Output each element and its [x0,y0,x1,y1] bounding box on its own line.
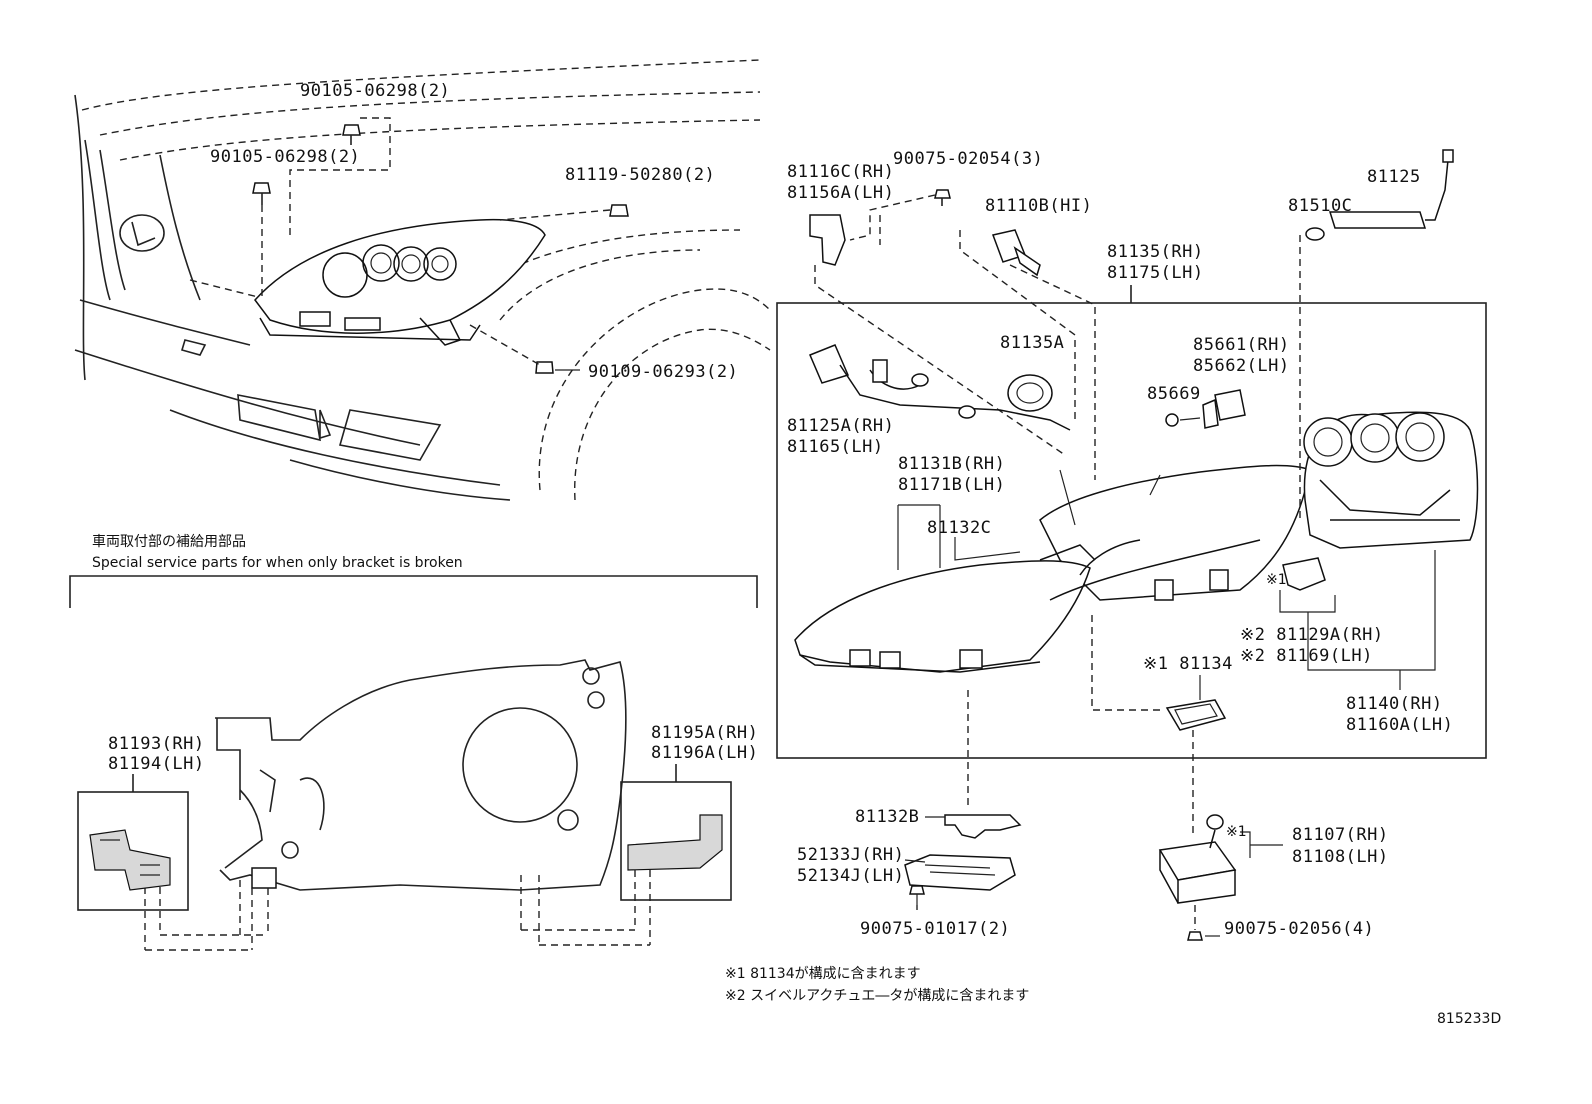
projector-unit [1303,411,1479,549]
label-81110b: 81110B(HI) [985,196,1092,216]
vehicle-front-illustration [74,59,771,501]
label-52133j: 52133J(RH) [797,845,904,865]
part-labels: 90105-06298(2) 90105-06298(2) 81119-5028… [108,81,1453,939]
label-81129a: ※2 81129A(RH) [1240,625,1384,645]
label-81171b: 81171B(LH) [898,475,1005,495]
label-81140: 81140(RH) [1346,694,1443,714]
label-81131b: 81131B(RH) [898,454,1005,474]
label-81107: 81107(RH) [1292,825,1389,845]
assembly-frame [776,285,1487,759]
service-note-jp: 車両取付部の補給用部品 [92,533,246,550]
label-90105-06298-top: 90105-06298(2) [300,81,450,101]
label-85662: 85662(LH) [1193,356,1290,376]
small-parts [809,149,1454,941]
label-81132c: 81132C [927,518,991,538]
label-85661: 85661(RH) [1193,335,1290,355]
label-81165: 81165(LH) [787,437,884,457]
label-81194: 81194(LH) [108,754,205,774]
label-81169: ※2 81169(LH) [1240,646,1373,666]
label-81108: 81108(LH) [1292,847,1389,867]
label-90105-06298-left: 90105-06298(2) [210,147,360,167]
headlamp-housing [794,464,1311,673]
label-mark1-actuator: ※1 [1266,572,1287,588]
label-81195a: 81195A(RH) [651,723,758,743]
service-bracket-panel: 車両取付部の補給用部品 Special service parts for wh… [69,533,758,951]
label-81116c: 81116C(RH) [787,162,894,182]
label-90075-01017: 90075-01017(2) [860,919,1010,939]
label-81175: 81175(LH) [1107,263,1204,283]
label-81510c: 81510C [1288,196,1352,216]
service-note-en: Special service parts for when only brac… [92,555,463,571]
label-90075-02054: 90075-02054(3) [893,149,1043,169]
label-90075-02056: 90075-02056(4) [1224,919,1374,939]
footnotes: ※1 81134が構成に含まれます ※2 スイベルアクチュエ―タが構成に含まれま… [725,966,1501,1027]
diagram-id: 815233D [1437,1011,1501,1027]
label-81134: ※1 81134 [1143,654,1233,674]
label-81125a: 81125A(RH) [787,416,894,436]
label-81160a: 81160A(LH) [1346,715,1453,735]
label-90109-06293: 90109-06293(2) [588,362,738,382]
label-81196a: 81196A(LH) [651,743,758,763]
label-81193: 81193(RH) [108,734,205,754]
label-81135: 81135(RH) [1107,242,1204,262]
label-81156a: 81156A(LH) [787,183,894,203]
label-81119-50280: 81119-50280(2) [565,165,715,185]
label-52134j: 52134J(LH) [797,866,904,886]
label-mark1-ballast: ※1 [1226,824,1247,840]
label-81135a: 81135A [1000,333,1064,353]
footnote-2: ※2 スイベルアクチュエ―タが構成に含まれます [725,988,1029,1004]
label-81125: 81125 [1367,167,1421,187]
label-81132b: 81132B [855,807,919,827]
footnote-1: ※1 81134が構成に含まれます [725,966,921,982]
label-85669: 85669 [1147,384,1201,404]
